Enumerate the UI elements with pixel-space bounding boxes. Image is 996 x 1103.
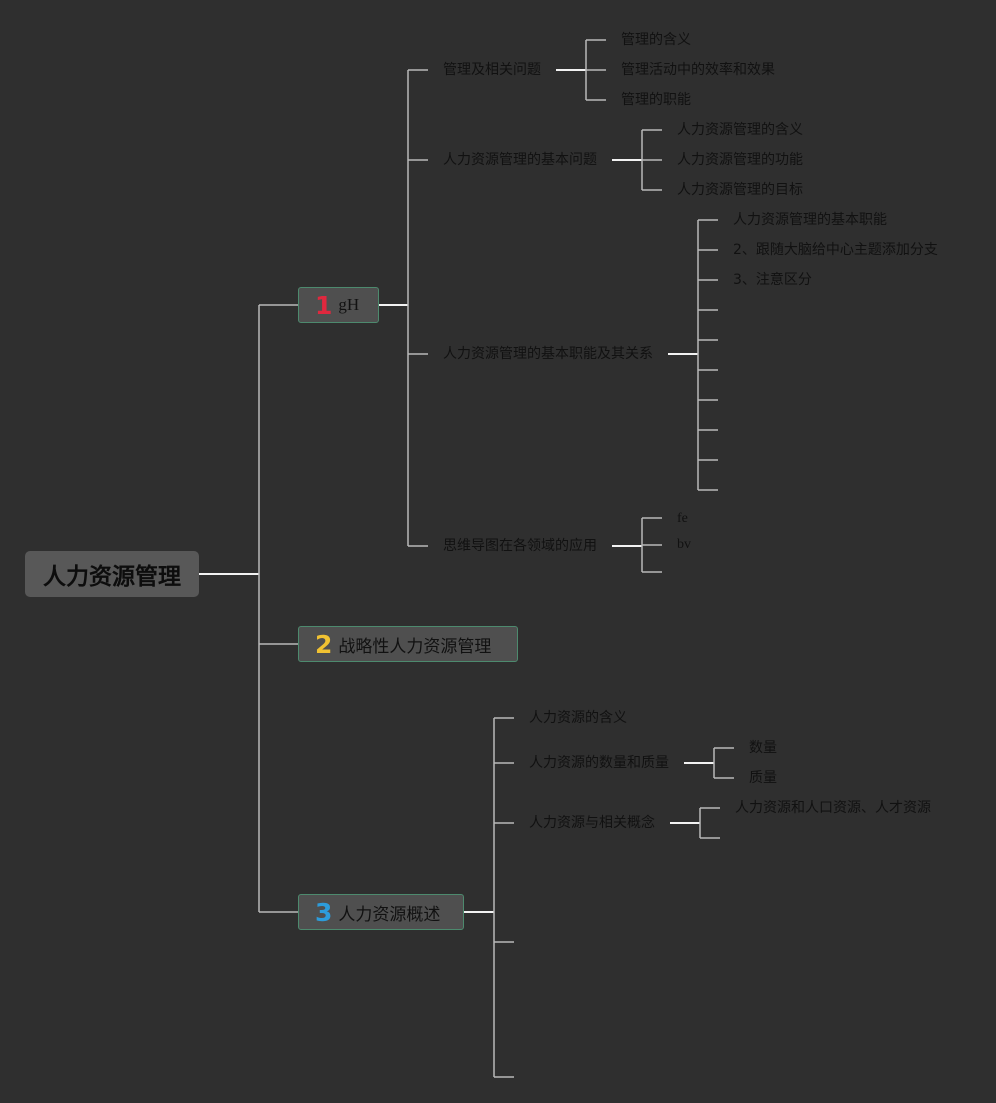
main-topic-3-label: 人力资源概述 bbox=[338, 904, 441, 925]
root-topic-label: 人力资源管理 bbox=[43, 564, 181, 590]
subtopic-hr-related-concepts[interactable]: 人力资源与相关概念 bbox=[529, 815, 655, 831]
number-2-icon: 2 bbox=[315, 629, 333, 659]
leaf-quality[interactable]: 质量 bbox=[749, 770, 777, 786]
leaf-add-branch-tip[interactable]: 2、跟随大脑给中心主题添加分支 bbox=[733, 242, 938, 258]
root-topic[interactable]: 人力资源管理 bbox=[25, 551, 199, 597]
number-1-icon: 1 bbox=[315, 290, 333, 320]
subtopic-hrm-basic-functions[interactable]: 人力资源管理的基本职能及其关系 bbox=[443, 346, 653, 362]
leaf-management-functions[interactable]: 管理的职能 bbox=[621, 92, 691, 108]
subtopic-hrm-basic-issues[interactable]: 人力资源管理的基本问题 bbox=[443, 152, 597, 168]
leaf-management-meaning[interactable]: 管理的含义 bbox=[621, 32, 691, 48]
leaf-distinguish-tip[interactable]: 3、注意区分 bbox=[733, 272, 812, 288]
main-topic-1-label: gH bbox=[338, 295, 360, 314]
leaf-efficiency-effect[interactable]: 管理活动中的效率和效果 bbox=[621, 62, 775, 78]
number-3-icon: 3 bbox=[315, 897, 333, 927]
leaf-hrm-function[interactable]: 人力资源管理的功能 bbox=[677, 152, 803, 168]
main-topic-2[interactable]: 2 战略性人力资源管理 bbox=[298, 626, 518, 662]
leaf-hrm-goal[interactable]: 人力资源管理的目标 bbox=[677, 182, 803, 198]
main-topic-1[interactable]: 1 gH bbox=[298, 287, 379, 323]
leaf-fe[interactable]: fe bbox=[677, 511, 688, 526]
subtopic-hr-quantity-quality[interactable]: 人力资源的数量和质量 bbox=[529, 755, 669, 771]
leaf-quantity[interactable]: 数量 bbox=[749, 740, 777, 756]
leaf-hrm-meaning[interactable]: 人力资源管理的含义 bbox=[677, 122, 803, 138]
subtopic-hr-meaning[interactable]: 人力资源的含义 bbox=[529, 710, 627, 726]
leaf-bv[interactable]: bv bbox=[677, 537, 691, 552]
leaf-hr-population-talent[interactable]: 人力资源和人口资源、人才资源 bbox=[735, 800, 931, 816]
main-topic-3[interactable]: 3 人力资源概述 bbox=[298, 894, 464, 930]
leaf-hrm-basic-function[interactable]: 人力资源管理的基本职能 bbox=[733, 212, 887, 228]
subtopic-management-issues[interactable]: 管理及相关问题 bbox=[443, 62, 541, 78]
subtopic-mindmap-applications[interactable]: 思维导图在各领域的应用 bbox=[443, 538, 597, 554]
main-topic-2-label: 战略性人力资源管理 bbox=[338, 636, 492, 657]
